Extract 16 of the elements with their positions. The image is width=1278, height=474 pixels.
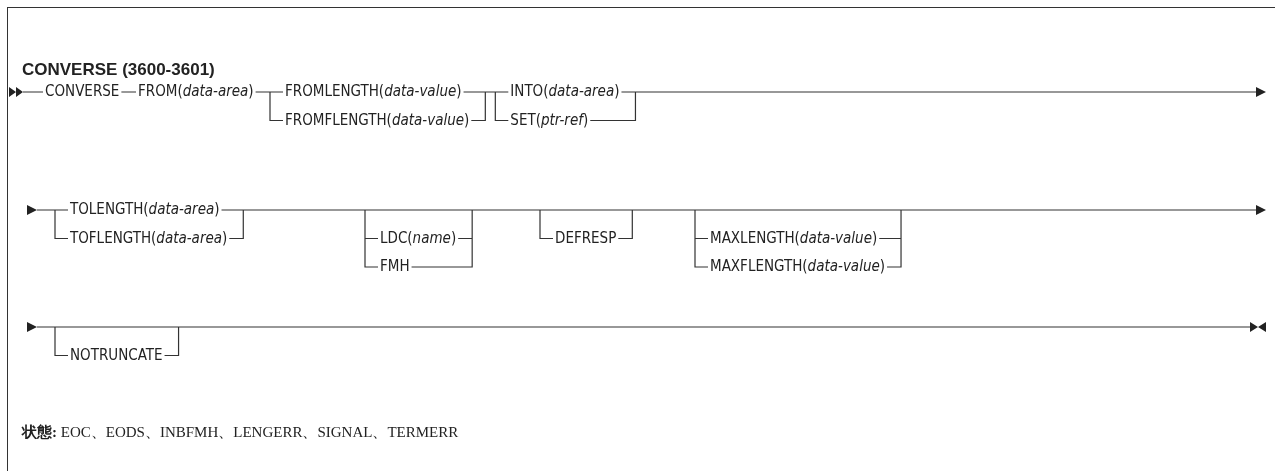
- syntax-keyword: DEFRESP: [555, 228, 617, 247]
- syntax-keyword: CONVERSE: [45, 82, 120, 100]
- syntax-keyword: FROM(data-area): [138, 82, 254, 100]
- diagram-title: CONVERSE (3600-3601): [22, 60, 215, 80]
- syntax-keyword: INTO(data-area): [510, 82, 620, 100]
- syntax-keyword: FROMFLENGTH(data-value): [285, 110, 470, 129]
- syntax-keyword: LDC(name): [380, 228, 457, 247]
- syntax-keyword: SET(ptr-ref): [510, 110, 589, 129]
- condition-list: 状態: EOC、EODS、INBFMH、LENGERR、SIGNAL、TERMERR: [22, 423, 459, 442]
- syntax-keyword: MAXFLENGTH(data-value): [710, 257, 886, 275]
- syntax-keyword: NOTRUNCATE: [70, 345, 163, 364]
- syntax-keyword: TOLENGTH(data-area): [70, 200, 220, 218]
- syntax-keyword: FROMLENGTH(data-value): [285, 82, 462, 100]
- syntax-keyword: MAXLENGTH(data-value): [710, 228, 878, 247]
- syntax-keyword: FMH: [380, 257, 410, 275]
- syntax-keyword: TOFLENGTH(data-area): [70, 228, 228, 247]
